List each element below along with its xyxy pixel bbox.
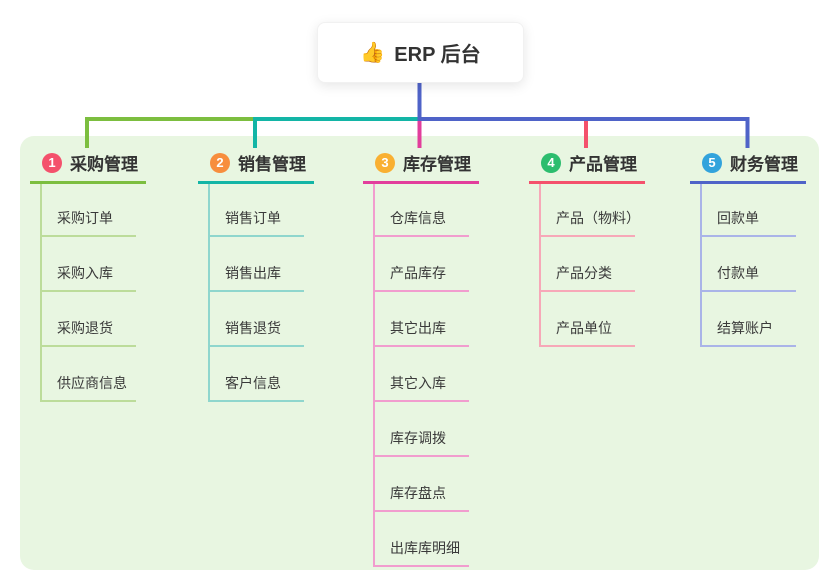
child-node-label: 采购退货 xyxy=(57,320,113,336)
child-node[interactable]: 付款单 xyxy=(702,237,796,292)
child-node-label: 采购订单 xyxy=(57,210,113,226)
child-node-label: 采购入库 xyxy=(57,265,113,281)
child-node-label: 付款单 xyxy=(717,265,759,281)
child-node[interactable]: 库存盘点 xyxy=(375,457,469,512)
child-node[interactable]: 采购订单 xyxy=(42,184,136,237)
root-node-label: ERP 后台 xyxy=(394,44,481,66)
branch-sales: 2 销售管理销售订单销售出库销售退货客户信息 xyxy=(198,148,314,402)
branch-title-purchase[interactable]: 1 采购管理 xyxy=(30,148,146,184)
branch-children-sales: 销售订单销售出库销售退货客户信息 xyxy=(208,184,304,402)
branch-inventory: 3 库存管理仓库信息产品库存其它出库其它入库库存调拨库存盘点出库库明细 xyxy=(363,148,479,567)
child-node-label: 客户信息 xyxy=(225,375,281,391)
child-node[interactable]: 产品（物料） xyxy=(541,184,640,237)
child-node-label: 产品分类 xyxy=(556,265,612,281)
thumbs-up-icon: 👍 xyxy=(360,42,386,64)
child-node[interactable]: 产品单位 xyxy=(541,292,635,347)
child-node-label: 销售订单 xyxy=(225,210,281,226)
branch-children-inventory: 仓库信息产品库存其它出库其它入库库存调拨库存盘点出库库明细 xyxy=(373,184,469,567)
branch-children-product: 产品（物料） 产品分类产品单位 xyxy=(539,184,640,347)
branch-number-badge: 1 xyxy=(42,152,62,173)
branch-number-badge: 5 xyxy=(702,152,722,173)
child-node-label: 产品单位 xyxy=(556,320,612,336)
branch-title-finance[interactable]: 5 财务管理 xyxy=(690,148,806,184)
child-node[interactable]: 结算账户 xyxy=(702,292,796,347)
child-node-label: 产品库存 xyxy=(390,265,446,281)
child-node[interactable]: 采购入库 xyxy=(42,237,136,292)
branch-number-badge: 3 xyxy=(375,152,395,173)
child-node-label: 库存盘点 xyxy=(390,485,446,501)
branch-title-sales[interactable]: 2 销售管理 xyxy=(198,148,314,184)
branch-finance: 5 财务管理回款单付款单结算账户 xyxy=(690,148,806,347)
mindmap-panel xyxy=(20,136,819,570)
branch-label: 产品管理 xyxy=(569,155,637,174)
child-node[interactable]: 其它出库 xyxy=(375,292,469,347)
child-node-label: 产品（物料） xyxy=(556,210,640,226)
child-node-label: 结算账户 xyxy=(717,320,773,336)
child-node[interactable]: 供应商信息 xyxy=(42,347,136,402)
branch-number-badge: 4 xyxy=(541,152,561,173)
child-node[interactable]: 产品库存 xyxy=(375,237,469,292)
child-node-label: 销售出库 xyxy=(225,265,281,281)
branch-label: 采购管理 xyxy=(70,155,138,174)
branch-product: 4 产品管理产品（物料） 产品分类产品单位 xyxy=(529,148,645,347)
child-node[interactable]: 其它入库 xyxy=(375,347,469,402)
branch-purchase: 1 采购管理采购订单采购入库采购退货供应商信息 xyxy=(30,148,146,402)
child-node-label: 其它入库 xyxy=(390,375,446,391)
child-node-label: 回款单 xyxy=(717,210,759,226)
root-node[interactable]: 👍 ERP 后台 xyxy=(317,22,524,83)
branch-label: 销售管理 xyxy=(238,155,306,174)
branch-label: 库存管理 xyxy=(403,155,471,174)
child-node[interactable]: 采购退货 xyxy=(42,292,136,347)
child-node[interactable]: 销售订单 xyxy=(210,184,304,237)
branch-children-purchase: 采购订单采购入库采购退货供应商信息 xyxy=(40,184,136,402)
branch-title-inventory[interactable]: 3 库存管理 xyxy=(363,148,479,184)
branch-label: 财务管理 xyxy=(730,155,798,174)
child-node-label: 供应商信息 xyxy=(57,375,127,391)
child-node[interactable]: 回款单 xyxy=(702,184,796,237)
branch-children-finance: 回款单付款单结算账户 xyxy=(700,184,796,347)
branch-number-badge: 2 xyxy=(210,152,230,173)
child-node[interactable]: 出库库明细 xyxy=(375,512,469,567)
child-node[interactable]: 销售退货 xyxy=(210,292,304,347)
child-node[interactable]: 客户信息 xyxy=(210,347,304,402)
child-node[interactable]: 产品分类 xyxy=(541,237,635,292)
child-node-label: 仓库信息 xyxy=(390,210,446,226)
child-node[interactable]: 库存调拨 xyxy=(375,402,469,457)
child-node[interactable]: 仓库信息 xyxy=(375,184,469,237)
branch-title-product[interactable]: 4 产品管理 xyxy=(529,148,645,184)
child-node-label: 出库库明细 xyxy=(390,540,460,556)
child-node[interactable]: 销售出库 xyxy=(210,237,304,292)
child-node-label: 销售退货 xyxy=(225,320,281,336)
child-node-label: 其它出库 xyxy=(390,320,446,336)
child-node-label: 库存调拨 xyxy=(390,430,446,446)
